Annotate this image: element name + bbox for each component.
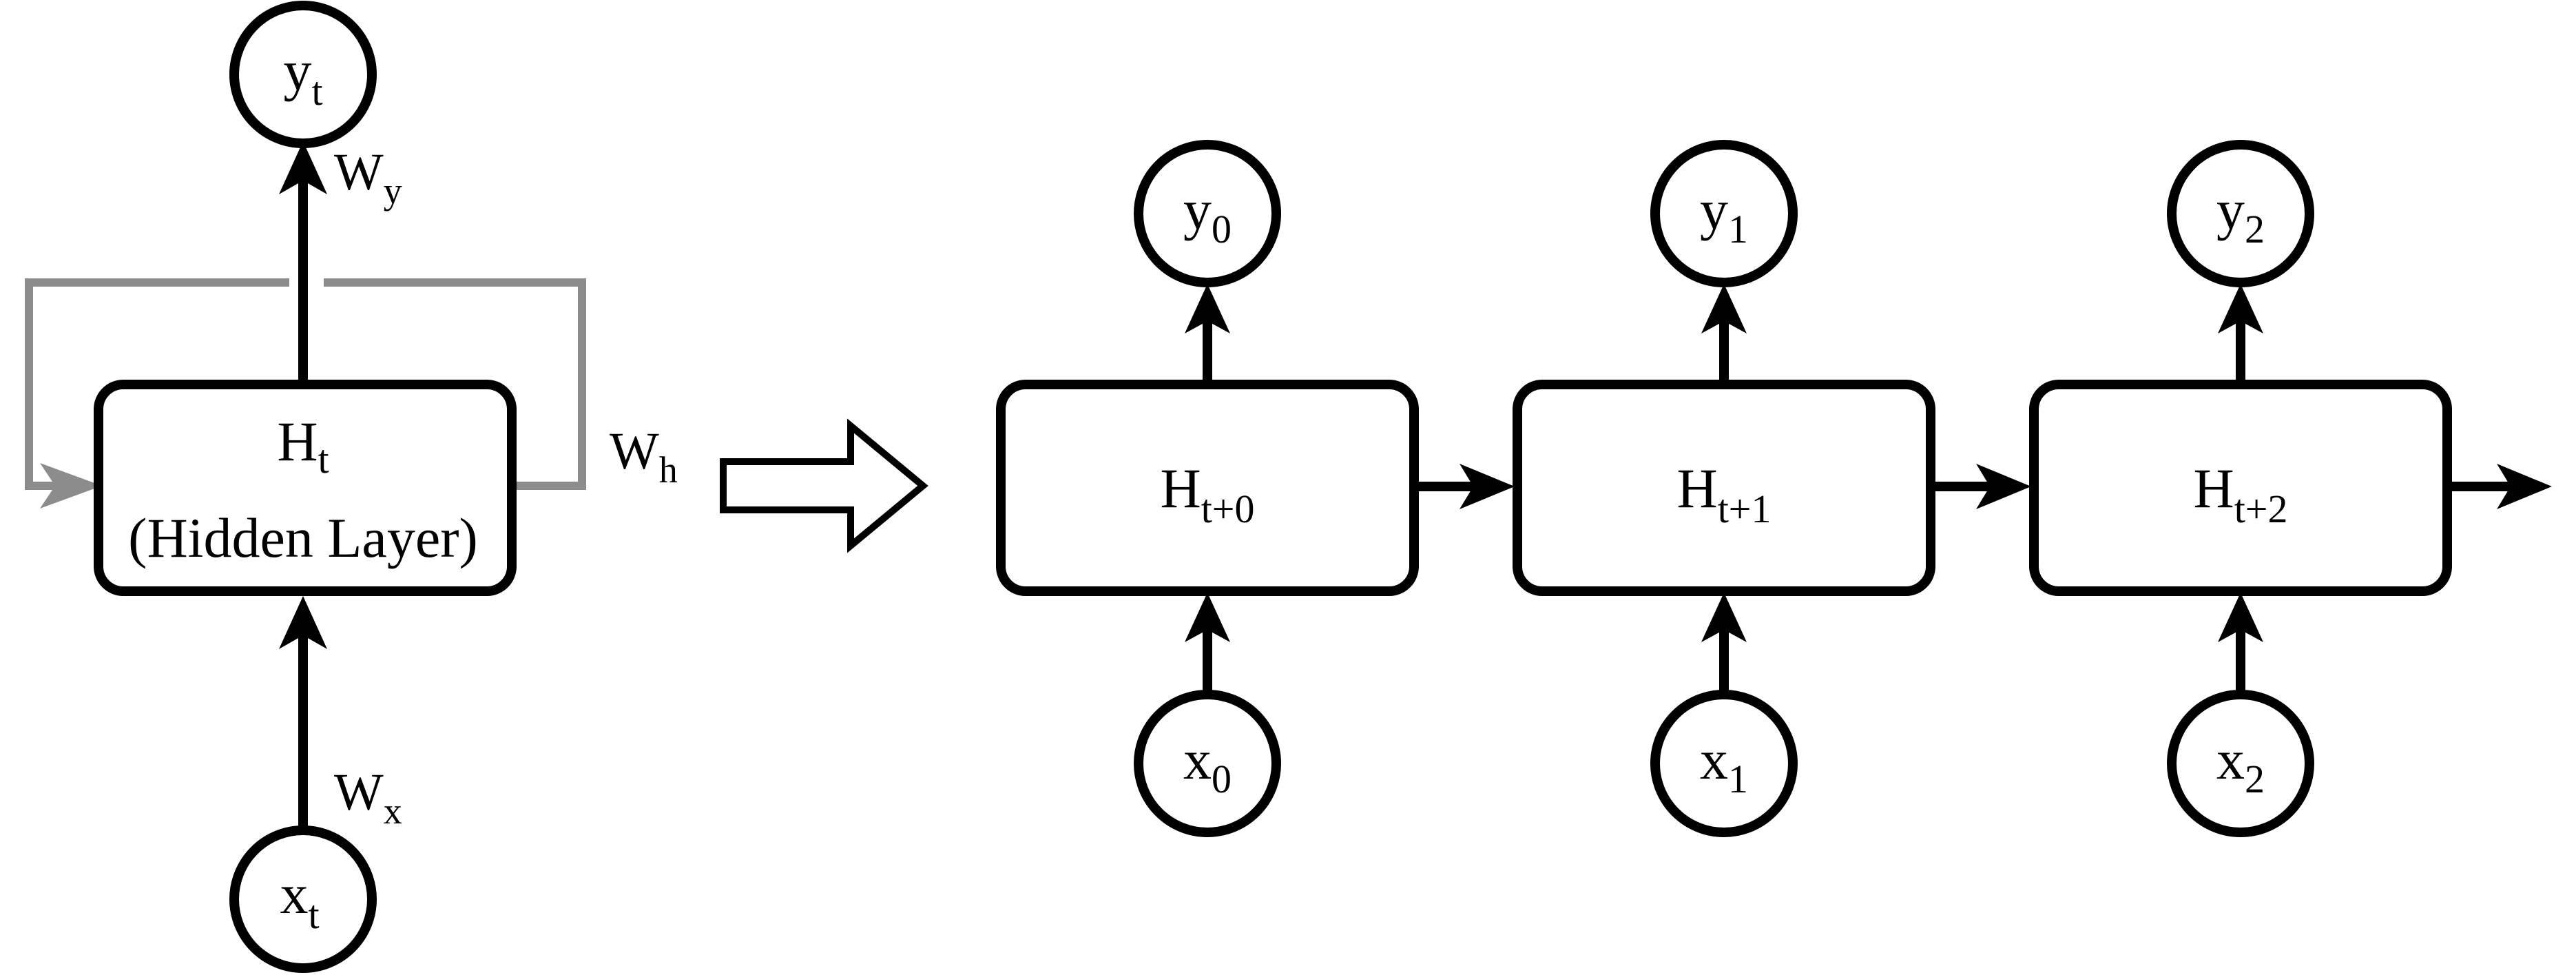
output-node <box>229 1 377 148</box>
output-node-label: yt <box>283 39 322 114</box>
hidden-label-step-1: Ht+1 <box>1676 457 1771 531</box>
hidden-layer-box <box>94 380 517 596</box>
input-edge-arrowhead <box>279 596 327 649</box>
output-node-label-step-2: y2 <box>2216 178 2265 252</box>
unfold-arrow <box>720 418 928 553</box>
input-node-step-0 <box>1134 690 1281 837</box>
input-node-label-step-2: x2 <box>2216 728 2265 801</box>
weight-label-recurrent: Wh <box>610 422 678 491</box>
input-node-step-1 <box>1650 690 1798 837</box>
recurrent-loop-edge-right <box>324 278 586 490</box>
weight-label-input: Wx <box>334 763 402 832</box>
input-step-0-arrowhead <box>1185 593 1230 642</box>
hidden-label-step-2: Ht+2 <box>2193 457 2287 531</box>
input-step-1-arrowhead <box>1701 593 1747 642</box>
input-node-label-step-1: x1 <box>1700 728 1748 801</box>
output-node-label-step-0: y0 <box>1183 178 1232 252</box>
hidden-label-step-0: Ht+0 <box>1160 457 1254 531</box>
input-node-step-2 <box>2167 690 2314 837</box>
folded-rnn: yt Ht (Hidden Layer) xt Wy Wh Wx <box>25 1 678 973</box>
weight-label-output: Wy <box>334 143 402 212</box>
hidden-layer-caption: (Hidden Layer) <box>128 506 478 569</box>
hidden-layer-label: Ht <box>277 410 329 482</box>
input-node-label: xt <box>280 863 319 937</box>
output-step-2-arrowhead <box>2218 284 2263 333</box>
output-node-step-2 <box>2167 140 2314 287</box>
output-step-1-arrowhead <box>1701 284 1747 333</box>
recurrent-step-0-arrowhead <box>1460 464 1515 509</box>
recurrent-step-2-arrowhead <box>2497 464 2552 509</box>
output-node-step-1 <box>1650 140 1798 287</box>
input-step-2-arrowhead <box>2218 593 2263 642</box>
input-node-label-step-0: x0 <box>1183 728 1232 801</box>
output-node-step-0 <box>1134 140 1281 287</box>
recurrent-step-1-arrowhead <box>1976 464 2031 509</box>
input-node <box>229 825 377 973</box>
output-edge-arrowhead <box>279 141 327 194</box>
recurrent-loop-arrowhead <box>40 463 102 509</box>
output-step-0-arrowhead <box>1185 284 1230 333</box>
output-node-label-step-1: y1 <box>1700 178 1748 252</box>
